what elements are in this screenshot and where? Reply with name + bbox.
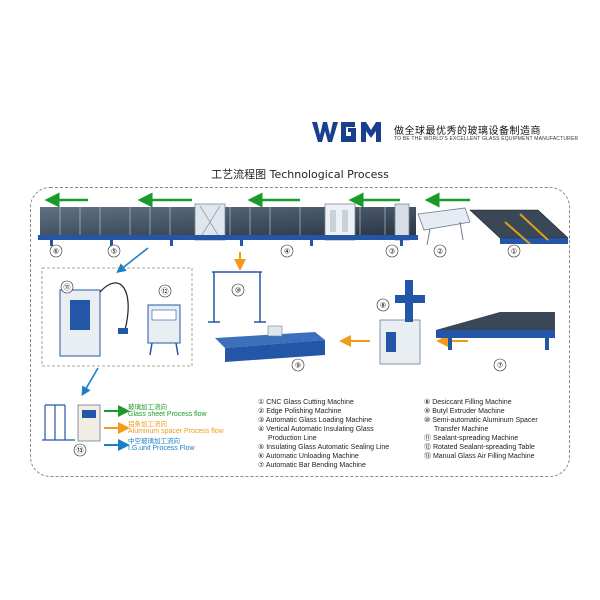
machine-item: Production Line xyxy=(268,435,317,442)
rotated-sealant-table xyxy=(147,304,181,356)
legend-marks xyxy=(104,405,130,451)
legend-glass-flow: 玻璃加工流向 Glass sheet Process flow xyxy=(128,403,207,419)
brand-slogan-cn: 做全球最优秀的玻璃设备制造商 xyxy=(394,126,541,137)
legend-cn: 中空玻璃加工流向 xyxy=(128,437,180,445)
machine-item: ① CNC Glass Cutting Machine xyxy=(258,399,354,406)
diagram-title: 工艺流程图 Technological Process xyxy=(211,168,389,181)
main-production-line xyxy=(38,203,418,246)
station-label: ① xyxy=(511,248,517,256)
ig-flow-arrow xyxy=(116,247,149,273)
legend-spacer-flow: 铝条加工流向 Aluminum spacer Process flow xyxy=(128,420,224,436)
ig-flow-arrow xyxy=(81,367,99,397)
station-marker-7 xyxy=(493,358,507,372)
brand-slogan-en: TO BE THE WORLD'S EXCELLENT GLASS EQUIPM… xyxy=(394,136,579,142)
legend-en: Glass sheet Process flow xyxy=(128,411,207,418)
sealing-group-box xyxy=(41,267,193,367)
machine-item: ⑫ Rotated Sealant-spreading Table xyxy=(424,444,535,451)
station-label: ⑦ xyxy=(497,362,503,370)
wgm-logo xyxy=(311,120,391,144)
butyl-extruder-machine xyxy=(215,325,325,362)
station-marker-2 xyxy=(433,244,447,258)
process-frame xyxy=(30,187,570,477)
station-marker-13 xyxy=(73,443,87,457)
spacer-flow-arrows xyxy=(234,252,468,347)
spacer-transfer-machine xyxy=(208,271,266,323)
sealant-spreading-machine xyxy=(59,282,129,357)
station-marker-10 xyxy=(231,283,245,297)
cnc-cutting-table xyxy=(469,209,569,245)
machine-list-left: ① CNC Glass Cutting Machine ② Edge Polis… xyxy=(258,398,389,470)
station-label: ⑨ xyxy=(295,362,301,370)
ig-flow-arrows xyxy=(81,247,149,397)
desiccant-filling-machine xyxy=(379,280,425,365)
station-label: ⑤ xyxy=(111,248,117,256)
machine-item: ⑧ Desiccant Filling Machine xyxy=(424,399,512,406)
machine-item: ⑦ Automatic Bar Bending Machine xyxy=(258,462,366,469)
machine-item: ⑩ Semi-automatic Aluminum Spacer xyxy=(424,417,538,424)
machine-item: ⑤ Insulating Glass Automatic Sealing Lin… xyxy=(258,444,390,451)
legend-ig-flow: 中空玻璃加工流向 I.G.unit Process Flow xyxy=(128,437,195,453)
station-label: ③ xyxy=(389,248,395,256)
machine-item: Transfer Machine xyxy=(434,426,489,433)
station-marker-3 xyxy=(385,244,399,258)
bar-bending-machine xyxy=(436,312,555,350)
station-label: ⑪ xyxy=(64,284,71,292)
station-marker-12 xyxy=(158,284,172,298)
station-marker-6 xyxy=(49,244,63,258)
legend-en: I.G.unit Process Flow xyxy=(128,445,195,452)
machine-list-right: ⑧ Desiccant Filling Machine ⑨ Butyl Extr… xyxy=(424,398,538,461)
station-label: ⑬ xyxy=(77,447,84,455)
station-marker-4 xyxy=(280,244,294,258)
machine-item: ⑪ Sealant-spreading Machine xyxy=(424,435,519,442)
machine-item: ⑨ Butyl Extruder Machine xyxy=(424,408,505,415)
station-marker-9 xyxy=(291,358,305,372)
station-marker-1 xyxy=(507,244,521,258)
station-label: ⑩ xyxy=(235,287,241,295)
station-marker-8 xyxy=(376,298,390,312)
station-markers: ⑥ ⑤ ④ ③ ② ① ⑩ ⑧ ⑨ ⑦ ⑪ ⑫ ⑬ xyxy=(49,244,521,457)
machine-item: ② Edge Polishing Machine xyxy=(258,408,342,415)
station-marker-5 xyxy=(107,244,121,258)
machine-item: ⑥ Automatic Unloading Machine xyxy=(258,453,359,460)
machine-item: ③ Automatic Glass Loading Machine xyxy=(258,417,373,424)
legend-en: Aluminum spacer Process flow xyxy=(128,428,224,435)
station-label: ⑧ xyxy=(380,302,386,310)
station-label: ⑥ xyxy=(53,248,59,256)
legend-cn: 玻璃加工流向 xyxy=(128,403,167,411)
legend-cn: 铝条加工流向 xyxy=(128,420,167,428)
machine-item: ⑬ Manual Glass Air Filling Machine xyxy=(424,453,535,460)
air-filling-machine xyxy=(42,404,101,442)
station-label: ⑫ xyxy=(162,288,169,296)
machine-item: ④ Vertical Automatic Insulating Glass xyxy=(258,426,374,433)
edge-polishing-machine xyxy=(417,207,471,246)
station-label: ② xyxy=(437,248,443,256)
station-marker-11 xyxy=(60,280,74,294)
station-label: ④ xyxy=(284,248,290,256)
